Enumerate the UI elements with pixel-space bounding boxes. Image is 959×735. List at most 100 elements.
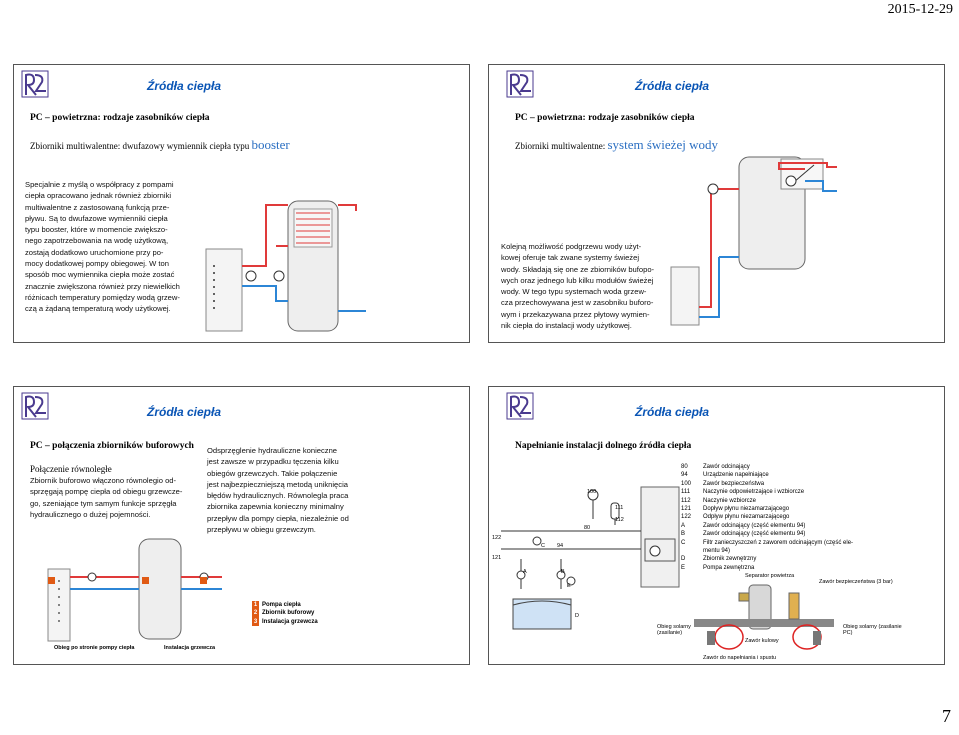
- code-100: 100: [587, 489, 597, 495]
- legend-label: Zawór odcinający (część elementu 94): [703, 531, 806, 538]
- legend-label: Zawór odcinający (część elementu 94): [703, 522, 806, 529]
- legend-item: A Zawór odcinający (część elementu 94): [681, 522, 861, 530]
- legend-label: Pompa ciepła: [262, 602, 301, 608]
- legend-item: E Pompa zewnętrzna: [681, 564, 861, 572]
- slide-body-right: Odsprzęglenie hydrauliczne konieczne jes…: [207, 446, 349, 535]
- legend-code: 80: [681, 464, 688, 470]
- slide-subheading: Zbiorniki multiwalentne: system świeżej …: [515, 137, 718, 153]
- subheading-accent: system świeżej wody: [607, 137, 718, 152]
- code-94: 94: [557, 543, 564, 549]
- legend-code: 112: [681, 497, 691, 504]
- parallel-diagram: [47, 538, 222, 642]
- subheading-text: Zbiorniki multiwalentne:: [515, 141, 606, 151]
- logo-icon: [506, 392, 534, 420]
- legend-label: Filtr zanieczyszczeń z zaworem odcinając…: [703, 539, 854, 555]
- caption-right: Instalacja grzewcza: [164, 645, 216, 651]
- legend-code: A: [681, 522, 686, 529]
- legend-item: 121 Dopływ płynu niezamarzającego: [681, 505, 861, 513]
- code-e: E: [567, 583, 571, 589]
- label-separator: Separator powietrza: [745, 573, 795, 579]
- legend-item: 94 Urządzenie napełniające: [681, 471, 861, 479]
- slide-title: Źródła ciepła: [635, 79, 710, 93]
- legend-code: 122: [681, 514, 692, 521]
- slide-title: Źródła ciepła: [635, 405, 710, 419]
- slide-body-left: Zbiornik buforowo włączono równolegio od…: [30, 476, 183, 519]
- legend-code: 100: [681, 480, 692, 487]
- legend-item: C Filtr zanieczyszczeń z zaworem odcinają…: [681, 539, 861, 556]
- fresh-water-diagram: [670, 156, 837, 326]
- code-80: 80: [584, 525, 591, 531]
- legend-item: 112 Naczynie wzbiorcze: [681, 497, 861, 505]
- legend-num: 1: [252, 601, 259, 610]
- slide-buffer-parallel: Źródła ciepła PC – połączenia zbiorników…: [13, 386, 470, 665]
- legend-label: Zawór odcinający: [703, 464, 750, 470]
- slide-subheading: Połączenie równoległe: [30, 464, 112, 474]
- legend-label: Odpływ płynu niezamarzającego: [703, 514, 790, 521]
- filling-legend: 80 Zawór odcinający 94 Urządzenie napełnia…: [681, 463, 861, 572]
- slide-filling: Źródła ciepła Napełnianie instalacji dol…: [488, 386, 945, 665]
- legend-item: 122 Odpływ płynu niezamarzającego: [681, 513, 861, 521]
- legend-item: 80 Zawór odcinający: [681, 463, 861, 471]
- slide-heading: Napełnianie instalacji dolnego źródła ci…: [515, 441, 692, 451]
- code-121: 121: [492, 555, 502, 561]
- legend-item: B Zawór odcinający (część elementu 94): [681, 530, 861, 538]
- legend-num: 2: [252, 609, 259, 618]
- legend-item: 111 Naczynie odpowietrzające i wzbiorcze: [681, 488, 861, 496]
- legend-label: Instalacja grzewcza: [262, 618, 318, 625]
- filling-diagram: [501, 486, 680, 630]
- legend-code: C: [681, 539, 686, 546]
- legend-item: 100 Zawór bezpieczeństwa: [681, 480, 861, 488]
- code-122: 122: [492, 535, 502, 541]
- slide-heading: PC – połączenia zbiorników buforowych: [30, 441, 194, 451]
- subheading-accent: booster: [251, 137, 290, 152]
- caption-left: Obieg po stronie pompy ciepła: [54, 645, 135, 651]
- legend-label: Naczynie wzbiorcze: [703, 497, 757, 504]
- legend-label: Zbiornik zewnętrzny: [703, 556, 757, 563]
- legend-code: 94: [681, 472, 688, 479]
- slide-heading: PC – powietrzna: rodzaje zasobników ciep…: [30, 113, 210, 123]
- code-112: 112: [615, 517, 624, 523]
- label-ball-valve: Zawór kulowy: [745, 638, 779, 644]
- legend-label: Pompa zewnętrzna: [703, 564, 755, 571]
- legend-label: Zawór bezpieczeństwa: [703, 480, 765, 487]
- subheading-text: Zbiorniki multiwalentne: dwufazowy wymie…: [30, 141, 250, 151]
- code-c: C: [541, 543, 545, 549]
- legend-code: 111: [681, 489, 691, 496]
- slide-subheading: Zbiorniki multiwalentne: dwufazowy wymie…: [30, 137, 290, 153]
- slide-booster: Źródła ciepła PC – powietrzna: rodzaje z…: [13, 64, 470, 343]
- legend-code: 121: [681, 506, 692, 513]
- slide-body: Specjalnie z myślą o współpracy z pompam…: [25, 180, 180, 314]
- legend-label: Zbiornik buforowy: [262, 610, 315, 617]
- code-111: 111: [615, 505, 624, 511]
- legend-code: D: [681, 556, 686, 563]
- legend-code: B: [681, 531, 686, 538]
- logo-icon: [21, 70, 49, 98]
- booster-diagram: [205, 200, 366, 332]
- legend-label: Urządzenie napełniające: [703, 472, 769, 479]
- label-drain: Zawór do napełniania i spustu: [703, 655, 777, 661]
- page-number: 7: [942, 706, 951, 726]
- legend-num: 3: [252, 617, 259, 627]
- label-return-left: Obieg solarny (zasilanie): [657, 624, 691, 636]
- logo-icon: [506, 70, 534, 98]
- code-d: D: [575, 613, 579, 619]
- legend-label: Naczynie odpowietrzające i wzbiorcze: [703, 489, 805, 496]
- slide-heading: PC – powietrzna: rodzaje zasobników ciep…: [515, 113, 695, 123]
- label-safety: Zawór bezpieczeństwa (3 bar): [819, 579, 893, 585]
- label-return-right: Obieg solarny (zasilanie PC): [843, 624, 902, 636]
- logo-icon: [21, 392, 49, 420]
- page-date: 2015-12-29: [887, 2, 953, 17]
- slide-title: Źródła ciepła: [147, 405, 222, 419]
- legend-item: D Zbiornik zewnętrzny: [681, 555, 861, 563]
- separator-diagram: [694, 584, 834, 650]
- code-a: A: [523, 569, 527, 575]
- legend-code: E: [681, 564, 686, 571]
- legend-label: Dopływ płynu niezamarzającego: [703, 506, 790, 513]
- code-b: B: [561, 569, 565, 575]
- slide-body: Kolejną możliwość podgrzewu wody użyt- k…: [501, 242, 655, 331]
- slide-title: Źródła ciepła: [147, 79, 222, 93]
